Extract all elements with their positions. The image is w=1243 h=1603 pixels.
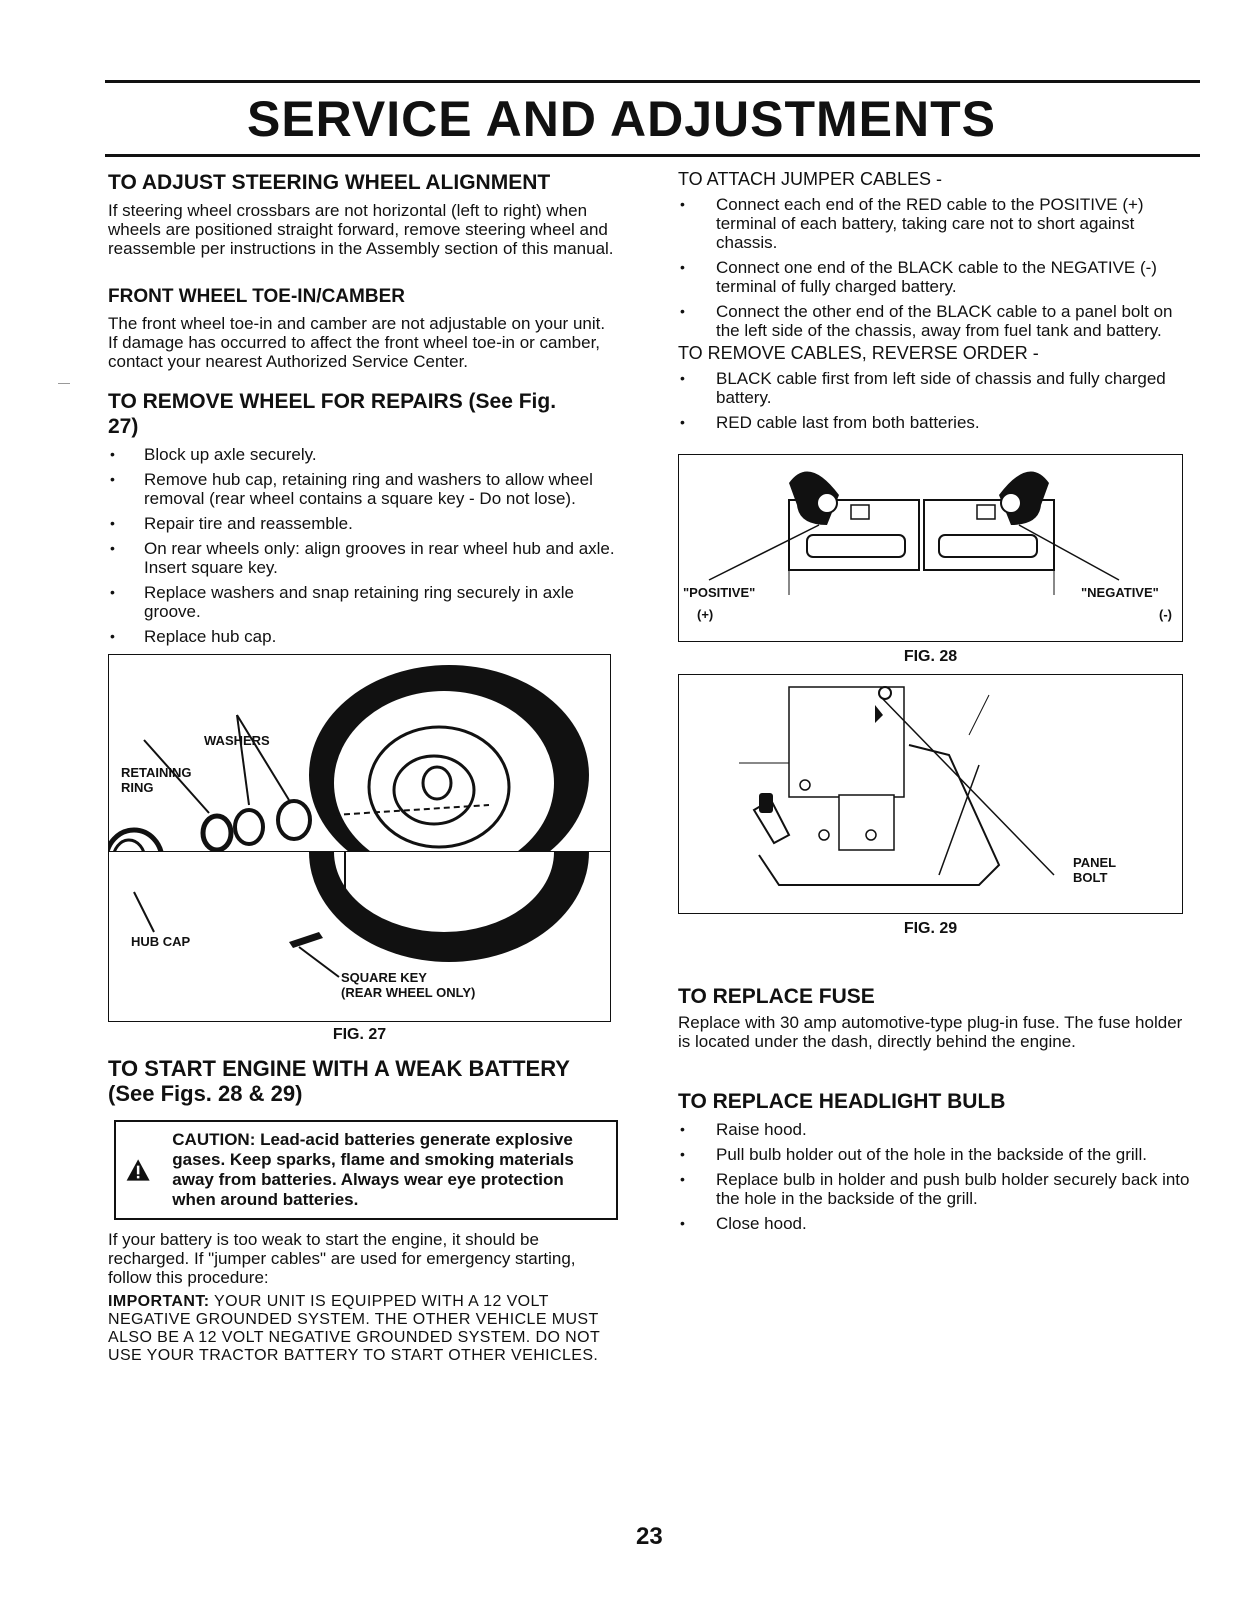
- heading-steering: TO ADJUST STEERING WHEEL ALIGNMENT: [108, 171, 551, 194]
- toe-camber-body: The front wheel toe-in and camber are no…: [108, 314, 606, 371]
- steering-body: If steering wheel crossbars are not hori…: [108, 201, 614, 258]
- section-toe-camber: FRONT WHEEL TOE-IN/CAMBER The front whee…: [108, 286, 618, 371]
- wheel-diagram: [103, 665, 589, 893]
- section-remove-wheel: TO REMOVE WHEEL FOR REPAIRS (See Fig. 27…: [108, 389, 618, 646]
- section-steering: TO ADJUST STEERING WHEEL ALIGNMENT If st…: [108, 170, 618, 258]
- right-column: TO ATTACH JUMPER CABLES - Connect each e…: [678, 170, 1198, 1233]
- figure-27: WASHERS RETAINING RING: [103, 654, 611, 893]
- label-square-key-1: SQUARE KEY: [341, 970, 427, 985]
- heading-remove-cables: TO REMOVE CABLES, REVERSE ORDER -: [678, 343, 1039, 363]
- attach-cables-list: Connect each end of the RED cable to the…: [678, 195, 1198, 340]
- remove-cables-list: BLACK cable first from left side of chas…: [678, 369, 1198, 432]
- label-positive-sign: (+): [697, 607, 714, 622]
- figure-28: "POSITIVE" (+) "NEGATIVE" (-): [678, 454, 1183, 642]
- list-item: Pull bulb holder out of the hole in the …: [678, 1145, 1198, 1164]
- remove-wheel-list: Block up axle securely. Remove hub cap, …: [108, 445, 618, 646]
- heading-fuse: TO REPLACE FUSE: [678, 985, 875, 1008]
- fig-29-label: FIG. 29: [903, 920, 958, 937]
- heading-remove-wheel: TO REMOVE WHEEL FOR REPAIRS (See Fig. 27…: [108, 390, 557, 438]
- fig-28-label: FIG. 28: [903, 648, 958, 665]
- margin-mark: [58, 383, 70, 384]
- list-item: Connect the other end of the BLACK cable…: [678, 302, 1198, 340]
- list-item: Connect each end of the RED cable to the…: [678, 195, 1198, 252]
- list-item: RED cable last from both batteries.: [678, 413, 1198, 432]
- label-negative: "NEGATIVE": [1081, 585, 1159, 600]
- chassis-diagram: [739, 686, 1055, 886]
- important-text: YOUR UNIT IS EQUIPPED WITH A 12 VOLT NEG…: [108, 1293, 600, 1364]
- battery-diagram: [708, 471, 1120, 595]
- figure-29: PANEL BOLT: [678, 674, 1183, 914]
- fuse-body: Replace with 30 amp automotive-type plug…: [678, 1013, 1183, 1051]
- list-item: Close hood.: [678, 1214, 1198, 1233]
- label-retaining-ring-1: RETAINING: [121, 765, 192, 780]
- caution-box: CAUTION: Lead-acid batteries generate ex…: [114, 1120, 618, 1220]
- page-number: 23: [636, 1523, 663, 1550]
- figure-27-lower: HUB CAP SQUARE KEY (REAR WHEEL ONLY): [108, 852, 611, 1022]
- wheel-diagram-lower: [133, 852, 589, 978]
- label-positive: "POSITIVE": [683, 585, 756, 600]
- left-column: TO ADJUST STEERING WHEEL ALIGNMENT If st…: [103, 170, 618, 1365]
- label-hub-cap: HUB CAP: [131, 934, 191, 949]
- heading-weak-battery: TO START ENGINE WITH A WEAK BATTERY (See…: [108, 1056, 570, 1106]
- list-item: Replace hub cap.: [108, 627, 618, 646]
- label-bolt: BOLT: [1073, 870, 1108, 885]
- heading-attach-cables: TO ATTACH JUMPER CABLES -: [678, 169, 943, 189]
- page-title: SERVICE AND ADJUSTMENTS: [246, 91, 997, 147]
- section-headlight: TO REPLACE HEADLIGHT BULB Raise hood. Pu…: [678, 1089, 1198, 1233]
- label-negative-sign: (-): [1159, 607, 1172, 622]
- weak-battery-body: If your battery is too weak to start the…: [108, 1230, 576, 1287]
- list-item: Block up axle securely.: [108, 445, 618, 464]
- important-label: IMPORTANT:: [108, 1293, 210, 1310]
- list-item: Replace washers and snap retaining ring …: [108, 583, 618, 621]
- top-rule: [105, 80, 1200, 83]
- label-panel: PANEL: [1073, 855, 1117, 870]
- section-fuse: TO REPLACE FUSE Replace with 30 amp auto…: [678, 984, 1198, 1051]
- warning-triangle-icon: [126, 1159, 150, 1181]
- important-notice: IMPORTANT: YOUR UNIT IS EQUIPPED WITH A …: [108, 1293, 618, 1365]
- title-rule: [105, 154, 1200, 157]
- heading-toe-camber: FRONT WHEEL TOE-IN/CAMBER: [108, 286, 405, 307]
- list-item: Repair tire and reassemble.: [108, 514, 618, 533]
- label-washers: WASHERS: [204, 733, 270, 748]
- heading-headlight: TO REPLACE HEADLIGHT BULB: [678, 1090, 1006, 1113]
- list-item: On rear wheels only: align grooves in re…: [108, 539, 618, 577]
- list-item: BLACK cable first from left side of chas…: [678, 369, 1198, 407]
- headlight-list: Raise hood. Pull bulb holder out of the …: [678, 1120, 1198, 1233]
- label-retaining-ring-2: RING: [121, 780, 154, 795]
- list-item: Connect one end of the BLACK cable to th…: [678, 258, 1198, 296]
- list-item: Remove hub cap, retaining ring and washe…: [108, 470, 618, 508]
- list-item: Raise hood.: [678, 1120, 1198, 1139]
- label-square-key-2: (REAR WHEEL ONLY): [341, 985, 476, 1000]
- list-item: Replace bulb in holder and push bulb hol…: [678, 1170, 1198, 1208]
- fig-27-label: FIG. 27: [332, 1026, 387, 1043]
- section-weak-battery: TO START ENGINE WITH A WEAK BATTERY (See…: [108, 1056, 618, 1365]
- caution-text: CAUTION: Lead-acid batteries generate ex…: [172, 1130, 574, 1209]
